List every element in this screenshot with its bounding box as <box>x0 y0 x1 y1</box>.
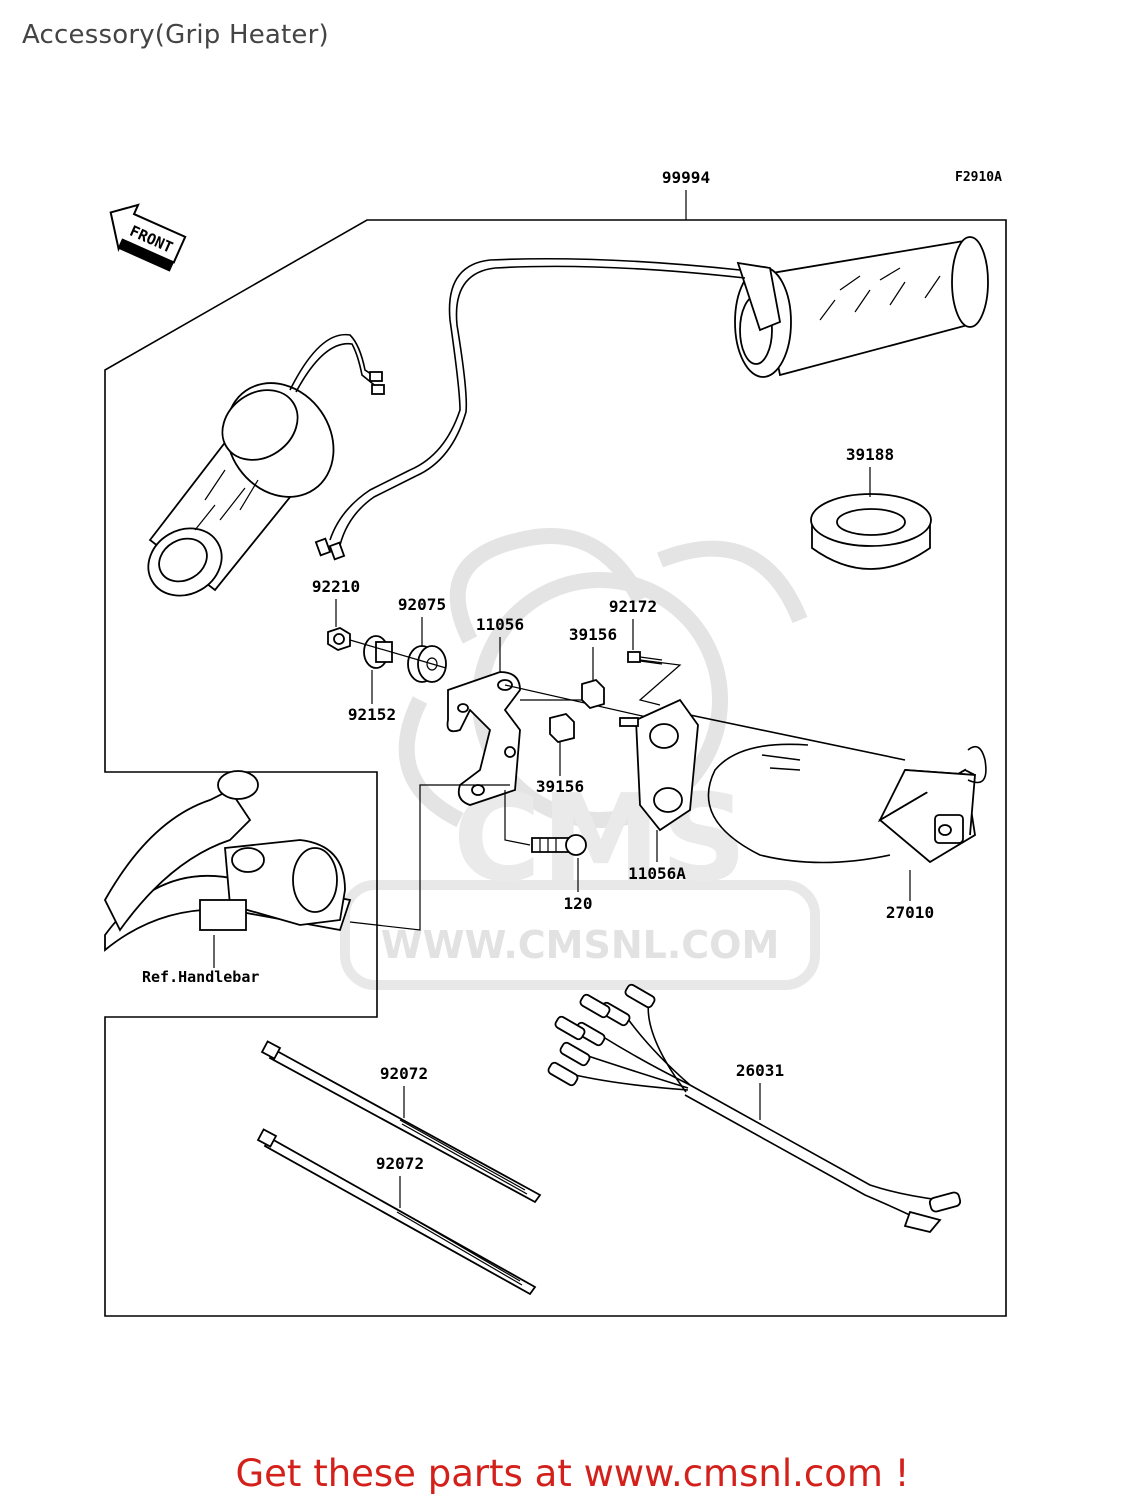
label-92172: 92172 <box>609 597 657 616</box>
label-27010: 27010 <box>886 903 934 922</box>
part-39156-bottom <box>549 713 575 743</box>
part-92210-nut <box>327 627 351 651</box>
label-120: 120 <box>564 894 593 913</box>
label-11056: 11056 <box>476 615 524 634</box>
parts-diagram: CMS WWW.CMSNL.COM FRONT F2910A 99994 <box>103 168 1007 1317</box>
label-39156-top: 39156 <box>569 625 617 644</box>
label-92072-bottom: 92072 <box>376 1154 424 1173</box>
label-11056a: 11056A <box>628 864 686 883</box>
part-26031-harness <box>547 983 962 1234</box>
left-grip-heater <box>147 382 335 597</box>
kit-outline <box>104 219 1007 1317</box>
front-arrow-icon: FRONT <box>109 203 187 272</box>
part-92072-tie-top <box>260 1040 542 1204</box>
page-title: Accessory(Grip Heater) <box>22 20 329 50</box>
label-92072-top: 92072 <box>380 1064 428 1083</box>
watermark-url: WWW.CMSNL.COM <box>381 923 780 967</box>
part-92172-screw <box>627 651 663 665</box>
label-39188: 39188 <box>846 445 894 464</box>
figure-code: F2910A <box>955 170 1002 185</box>
right-grip-heater <box>734 236 989 378</box>
part-92075-damper <box>407 645 447 683</box>
right-grip-cable <box>409 257 741 471</box>
ref-handlebar-label: Ref.Handlebar <box>142 968 259 986</box>
label-92152: 92152 <box>348 705 396 724</box>
label-39156-bottom: 39156 <box>536 777 584 796</box>
part-27010-controller <box>689 714 987 864</box>
part-39188-ring <box>810 493 932 570</box>
label-26031: 26031 <box>736 1061 784 1080</box>
part-39156-top <box>581 678 605 710</box>
part-120-bolt <box>531 834 587 856</box>
promo-banner[interactable]: Get these parts at www.cmsnl.com ! <box>235 1452 910 1495</box>
part-92072-tie-bottom <box>256 1128 537 1296</box>
ref-handlebar-assembly <box>103 770 510 952</box>
left-grip-cable <box>289 333 381 391</box>
label-99994: 99994 <box>662 168 710 187</box>
label-92075: 92075 <box>398 595 446 614</box>
label-92210: 92210 <box>312 577 360 596</box>
part-92152-collar <box>363 635 393 669</box>
part-11056a-plate <box>619 698 699 832</box>
